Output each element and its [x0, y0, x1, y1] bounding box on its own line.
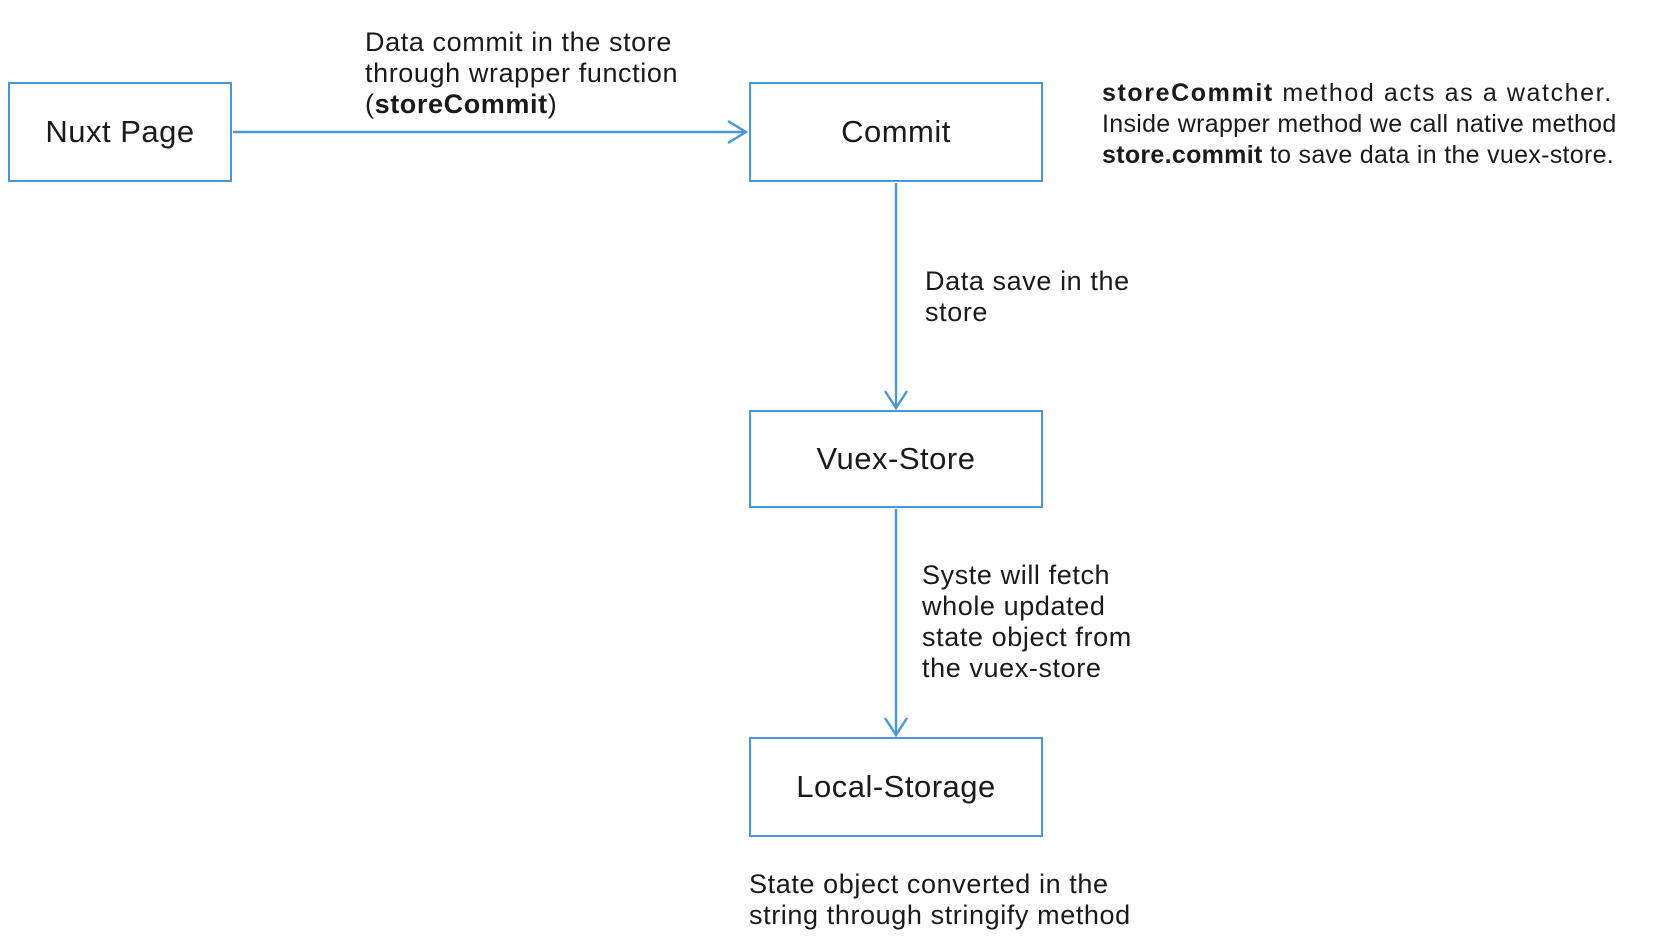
note-line: State object converted in the [749, 869, 1109, 899]
node-local-storage: Local-Storage [749, 737, 1043, 837]
edge-label-nuxt-to-commit: Data commit in the store through wrapper… [365, 27, 678, 120]
node-local-storage-label: Local-Storage [796, 769, 996, 804]
edge-label-line: the vuex-store [922, 653, 1102, 683]
edge-label-line: whole updated [922, 591, 1106, 621]
store-commit-note: storeCommit method acts as a watcher. In… [1102, 78, 1617, 171]
note-line: Inside wrapper method we call native met… [1102, 110, 1617, 138]
node-nuxt-page: Nuxt Page [8, 82, 232, 182]
note-line: storeCommit method acts as a watcher. [1102, 79, 1613, 107]
arrow-commit-to-vuex [883, 183, 909, 411]
edge-label-line: (storeCommit) [365, 89, 558, 119]
note-line: store.commit to save data in the vuex-st… [1102, 141, 1615, 169]
arrow-nuxt-to-commit [233, 119, 749, 145]
note-line: string through stringify method [749, 900, 1131, 930]
edge-label-commit-to-vuex: Data save in the store [925, 266, 1130, 328]
local-storage-note: State object converted in the string thr… [749, 869, 1131, 931]
edge-label-line: store [925, 297, 989, 327]
edge-label-vuex-to-local: Syste will fetch whole updated state obj… [922, 560, 1132, 684]
edge-label-line: Data save in the [925, 266, 1130, 296]
edge-label-line: Syste will fetch [922, 560, 1111, 590]
edge-label-line: through wrapper function [365, 58, 679, 88]
edge-label-line: state object from [922, 622, 1132, 652]
node-nuxt-page-label: Nuxt Page [45, 114, 195, 149]
edge-label-line: Data commit in the store [365, 27, 673, 57]
node-vuex-store: Vuex-Store [749, 410, 1043, 508]
node-commit: Commit [749, 82, 1043, 182]
arrow-vuex-to-local [883, 509, 909, 738]
node-vuex-store-label: Vuex-Store [816, 441, 976, 476]
node-commit-label: Commit [841, 114, 951, 149]
